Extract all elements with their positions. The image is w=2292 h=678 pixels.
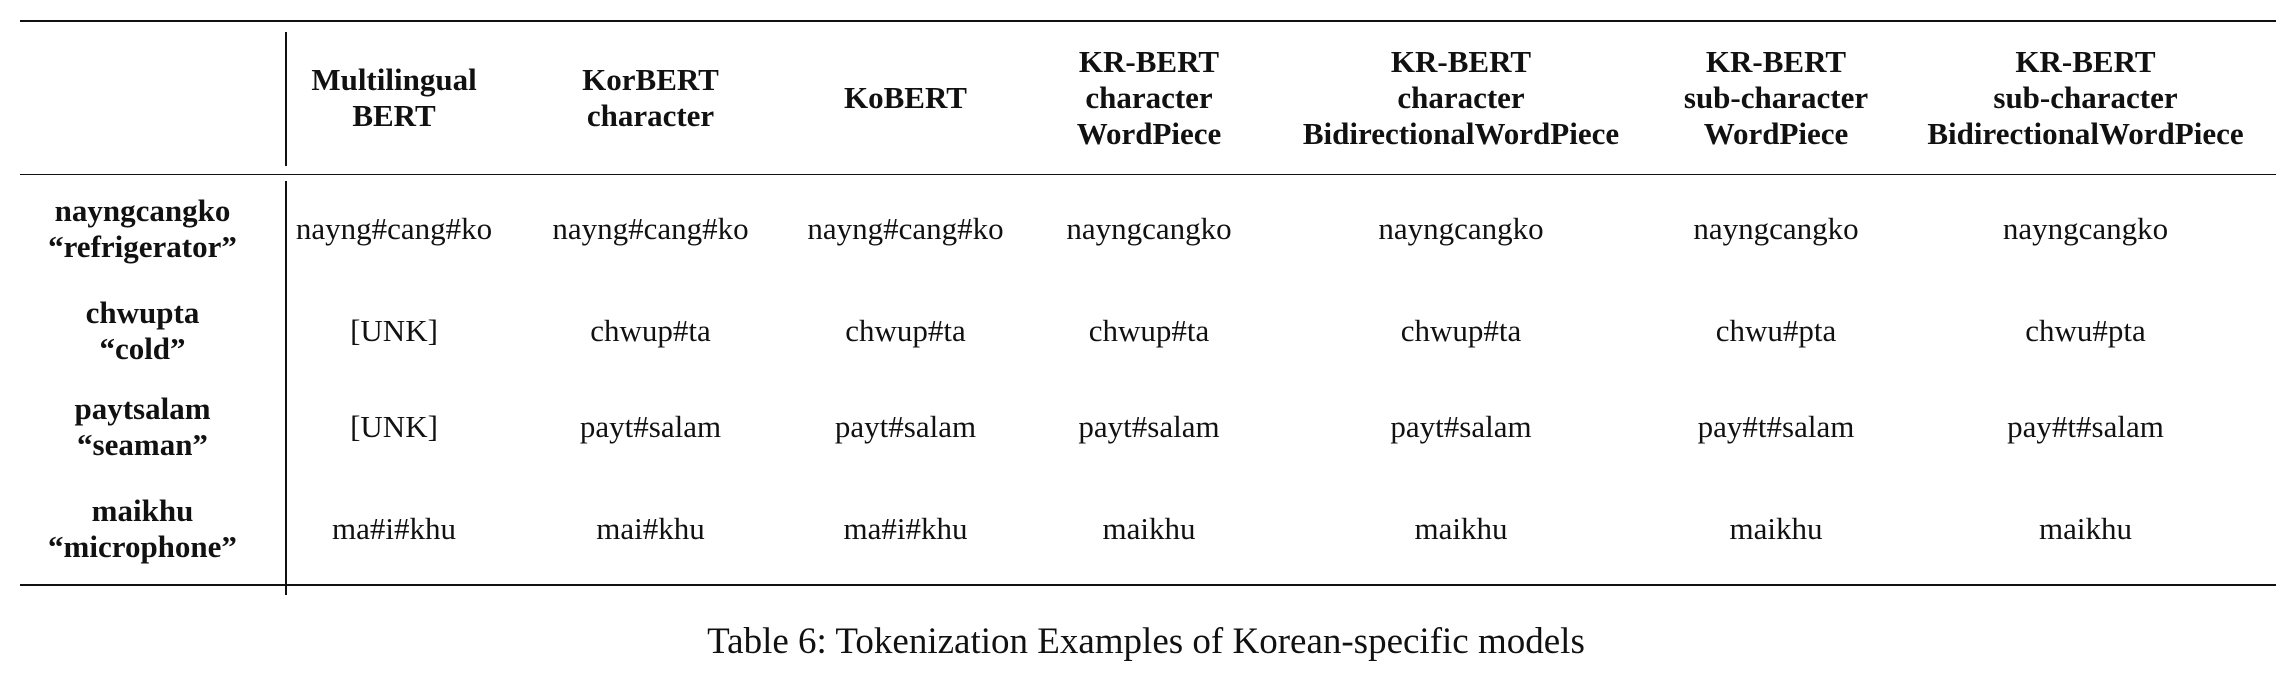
column-header-line: character xyxy=(1397,80,1525,115)
column-header-line: BidirectionalWordPiece xyxy=(1302,116,1620,151)
tokenization-cell: nayngcangko xyxy=(1066,210,1232,246)
romanized-word: maikhu xyxy=(91,493,194,528)
english-gloss: “microphone” xyxy=(48,529,237,564)
column-header-line: KR-BERT xyxy=(1705,44,1847,79)
tokenization-cell: payt#salam xyxy=(1078,408,1220,444)
tokenization-cell: mai#khu xyxy=(596,511,705,546)
english-gloss: “seaman” xyxy=(77,426,208,462)
tokenization-cell: payt#salam xyxy=(579,408,722,444)
header-column-divider xyxy=(285,32,287,166)
tokenization-cell: nayng#cang#ko xyxy=(807,210,1004,246)
tokenization-cell: chwu#pta xyxy=(2025,312,2146,348)
tokenization-cell: nayng#cang#ko xyxy=(552,210,749,246)
tokenization-cell: maikhu xyxy=(1729,511,1823,546)
tokenization-cell: payt#salam xyxy=(834,408,977,444)
column-header-line: KoBERT xyxy=(844,80,967,115)
column-header-line: KR-BERT xyxy=(2015,44,2156,79)
tokenization-cell: nayngcangko xyxy=(1378,210,1544,246)
column-header-line: character xyxy=(1085,80,1213,115)
column-header: KoBERT xyxy=(778,21,1033,175)
tokenization-cell: ma#i#khu xyxy=(843,511,968,546)
column-header-line: WordPiece xyxy=(1703,116,1849,151)
tokenization-cell: [UNK] xyxy=(350,408,438,444)
tokenization-cell: chwup#ta xyxy=(1400,312,1522,348)
row-header: chwupta“cold” xyxy=(20,283,265,379)
tokenization-cell: chwup#ta xyxy=(1088,312,1210,348)
table-row: paytsalam“seaman” [UNK] payt#salam payt#sal… xyxy=(20,379,2276,475)
romanized-word: paytsalam xyxy=(74,390,211,426)
tokenization-cell: chwup#ta xyxy=(845,312,966,348)
tokenization-cell: maikhu xyxy=(2039,511,2132,546)
romanized-word: chwupta xyxy=(85,294,200,330)
tokenization-cell: ma#i#khu xyxy=(332,511,456,546)
column-header-line: sub-character xyxy=(1993,80,2178,115)
column-header-line: KR-BERT xyxy=(1078,44,1220,79)
row-header: paytsalam“seaman” xyxy=(20,379,265,475)
tokenization-cell: pay#t#salam xyxy=(2007,408,2164,444)
tokenization-cell: maikhu xyxy=(1414,511,1508,546)
column-header-line: Multilingual xyxy=(311,62,477,97)
english-gloss: “refrigerator” xyxy=(48,228,237,264)
tokenization-cell: nayngcangko xyxy=(1693,210,1859,246)
table-row: chwupta“cold” [UNK] chwup#ta chwup#ta chwup#… xyxy=(20,283,2276,379)
column-header-line: BERT xyxy=(352,98,436,133)
body-column-divider xyxy=(285,181,287,595)
column-header-line: KorBERT xyxy=(582,62,719,97)
column-header-line: KR-BERT xyxy=(1390,44,1532,79)
header-corner-cell xyxy=(20,21,265,175)
tokenization-cell: chwu#pta xyxy=(1715,312,1837,348)
table-caption: Table 6: Tokenization Examples of Korean… xyxy=(707,621,1585,662)
tokenization-cell: nayngcangko xyxy=(2002,210,2169,246)
tokenization-cell: nayng#cang#ko xyxy=(295,210,493,246)
column-header-line: BidirectionalWordPiece xyxy=(1927,116,2244,151)
tokenization-cell: chwup#ta xyxy=(590,312,711,348)
row-header: nayngcangko“refrigerator” xyxy=(20,175,265,283)
tokenization-cell: maikhu xyxy=(1102,511,1196,546)
tokenization-cell: pay#t#salam xyxy=(1697,408,1855,444)
column-header-line: sub-character xyxy=(1683,80,1869,115)
tokenization-cell: payt#salam xyxy=(1390,408,1532,444)
column-header-line: WordPiece xyxy=(1076,116,1222,151)
column-header-line: character xyxy=(586,98,715,133)
tokenization-cell: [UNK] xyxy=(350,312,438,348)
row-header: maikhu“microphone” xyxy=(20,475,265,585)
romanized-word: nayngcangko xyxy=(54,192,231,228)
english-gloss: “cold” xyxy=(99,330,186,366)
